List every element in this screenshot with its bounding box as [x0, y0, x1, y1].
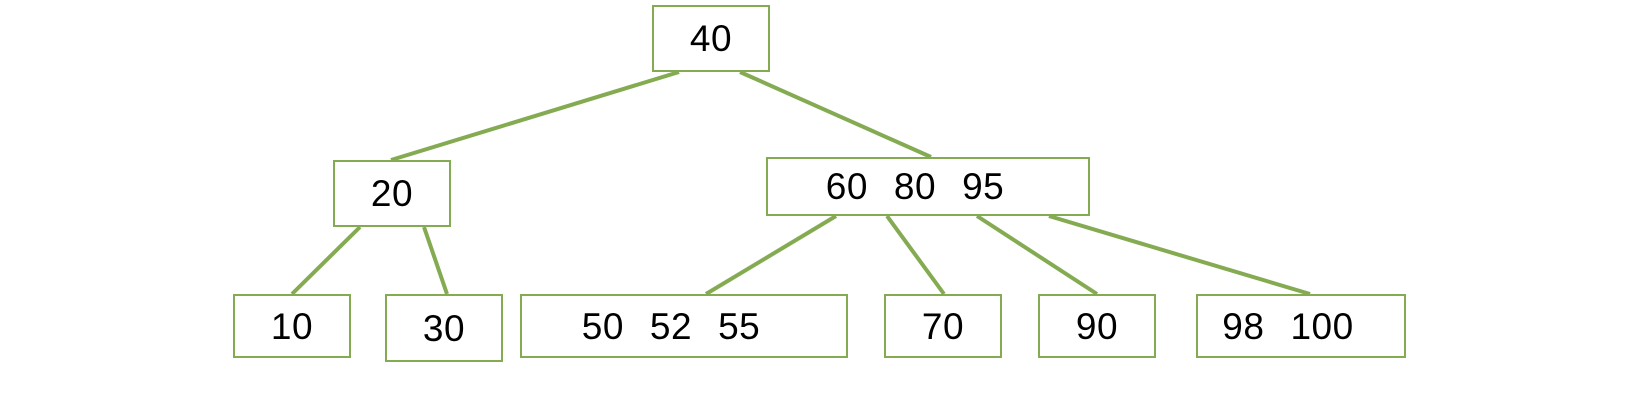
btree-node-keys: 98 100: [1222, 308, 1353, 345]
btree-key: 80: [893, 166, 937, 207]
btree-key: 40: [689, 18, 733, 59]
btree-node-keys: 30: [423, 310, 465, 347]
btree-node-leaf-10[interactable]: 10: [233, 294, 351, 358]
btree-node-keys: 10: [271, 308, 313, 345]
btree-key: 20: [370, 173, 414, 214]
btree-node-leaf-90[interactable]: 90: [1038, 294, 1156, 358]
btree-node-keys: 60 80 95: [826, 168, 1004, 205]
btree-node-leaf-50-52-55[interactable]: 50 52 55: [520, 294, 848, 358]
btree-key: 90: [1075, 305, 1119, 347]
btree-key: 100: [1290, 305, 1354, 347]
btree-node-leaf-98-100[interactable]: 98 100: [1196, 294, 1406, 358]
btree-edge: [704, 214, 838, 296]
btree-node-keys: 20: [371, 175, 413, 212]
btree-edge: [885, 214, 946, 296]
btree-key: 30: [422, 307, 466, 349]
btree-node-keys: 40: [690, 20, 732, 57]
btree-node-internal-right[interactable]: 60 80 95: [766, 157, 1090, 216]
btree-edge: [390, 70, 680, 162]
btree-key: 50: [581, 305, 624, 347]
btree-node-leaf-70[interactable]: 70: [884, 294, 1002, 358]
btree-edge: [975, 214, 1099, 296]
btree-edge: [422, 226, 449, 295]
btree-key: 60: [825, 166, 868, 207]
btree-node-keys: 70: [922, 308, 964, 345]
btree-key: 95: [962, 166, 1005, 207]
btree-node-keys: 50 52 55: [582, 308, 760, 345]
btree-key: 52: [649, 305, 693, 347]
btree-node-keys: 90: [1076, 308, 1118, 345]
btree-node-internal-left[interactable]: 20: [333, 160, 451, 227]
btree-key: 70: [921, 305, 965, 347]
btree-node-leaf-30[interactable]: 30: [385, 294, 503, 362]
btree-edge: [1048, 214, 1311, 296]
btree-edge: [739, 70, 932, 159]
btree-key: 55: [718, 305, 761, 347]
btree-node-root[interactable]: 40: [652, 5, 770, 72]
btree-key: 10: [270, 305, 314, 347]
btree-key: 98: [1222, 305, 1265, 347]
btree-edge: [290, 225, 362, 296]
